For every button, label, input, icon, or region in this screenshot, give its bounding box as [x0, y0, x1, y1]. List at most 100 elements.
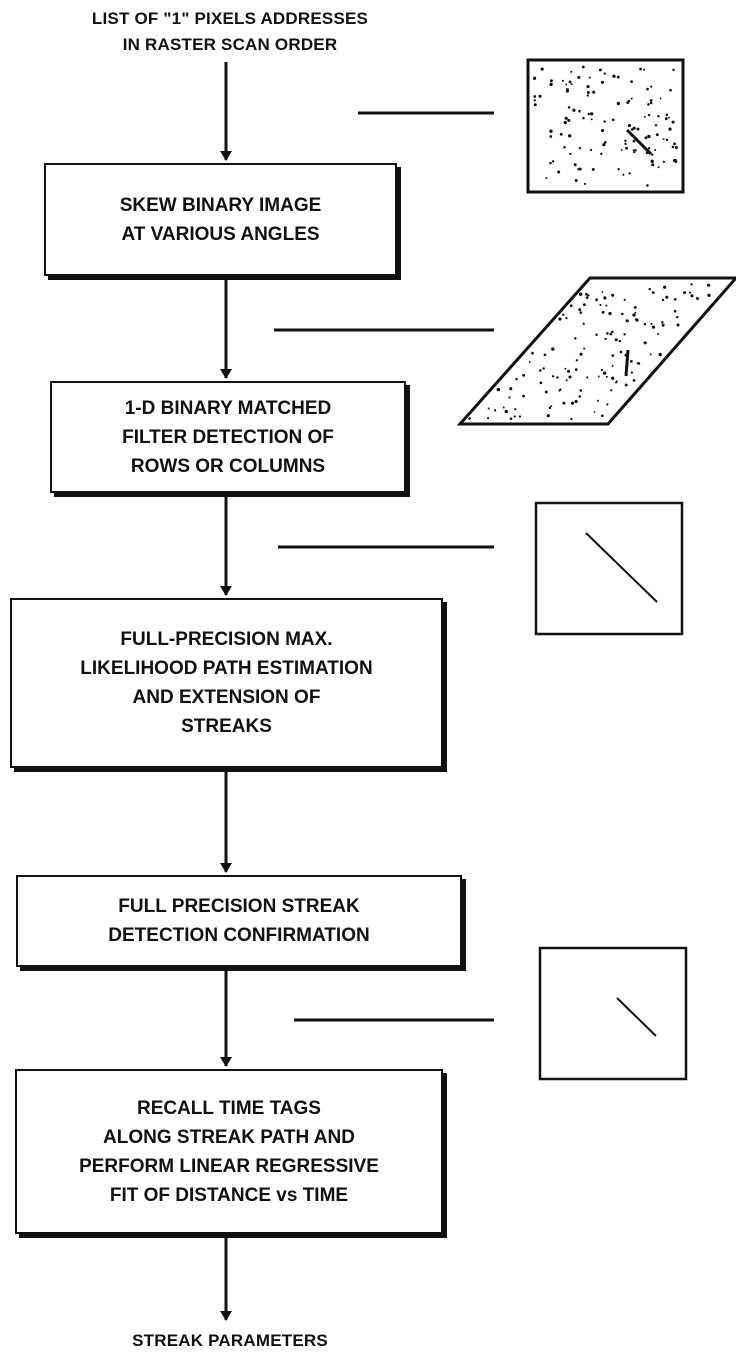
- noise-pixel: [568, 134, 572, 138]
- noise-pixel: [586, 376, 589, 379]
- noise-pixel: [582, 116, 585, 120]
- noise-pixel: [651, 325, 656, 329]
- noise-pixel: [561, 79, 564, 82]
- noise-pixel: [611, 364, 614, 367]
- noise-pixel: [662, 138, 665, 141]
- noise-pixel: [590, 112, 594, 116]
- noise-pixel: [567, 369, 571, 373]
- noise-pixel: [671, 120, 675, 124]
- noise-pixel: [657, 115, 660, 118]
- noise-pixel: [602, 371, 607, 375]
- noise-pixel: [468, 417, 471, 420]
- noise-pixel: [513, 415, 516, 418]
- noise-pixel: [624, 142, 627, 146]
- noise-pixel: [633, 305, 637, 309]
- noise-pixel: [572, 108, 576, 112]
- noise-pixel: [617, 168, 620, 171]
- noise-pixel: [566, 88, 569, 92]
- noise-pixel: [605, 304, 608, 307]
- noise-pixel: [630, 371, 634, 374]
- noise-pixel: [655, 133, 659, 137]
- noise-pixel: [650, 322, 653, 325]
- noise-pixel: [635, 318, 639, 322]
- noise-pixel: [598, 68, 602, 72]
- step-confirmation-label: FULL PRECISION STREAK DETECTION CONFIRMA…: [108, 896, 370, 946]
- noise-pixel: [665, 113, 669, 117]
- noise-pixel: [649, 99, 653, 102]
- noise-pixel: [538, 369, 542, 372]
- noise-pixel: [603, 120, 606, 123]
- noise-pixel: [643, 341, 647, 345]
- noise-pixel: [539, 381, 543, 385]
- noise-pixel: [543, 353, 547, 357]
- step-path-estimation-label: FULL-PRECISION MAX. LIKELIHOOD PATH ESTI…: [80, 629, 373, 737]
- noise-pixel: [531, 351, 534, 355]
- noise-pixel: [548, 406, 552, 410]
- noise-pixel: [647, 147, 651, 150]
- noise-pixel: [559, 388, 562, 391]
- noise-pixel: [650, 85, 653, 88]
- noise-pixel: [487, 407, 490, 410]
- noise-pixel: [609, 332, 613, 336]
- noise-pixel: [654, 124, 658, 127]
- noise-pixel: [579, 311, 583, 314]
- noise-pixel: [606, 332, 609, 335]
- noise-pixel: [568, 80, 572, 84]
- noise-pixel: [690, 283, 693, 286]
- noise-pixel: [668, 116, 670, 119]
- noise-pixel: [574, 337, 577, 340]
- noise-pixel: [657, 166, 660, 169]
- step-matched-filter-label: 1-D BINARY MATCHED FILTER DETECTION OF R…: [122, 397, 334, 477]
- noise-pixel: [568, 375, 572, 379]
- output-label: STREAK PARAMETERS: [132, 1331, 328, 1350]
- noise-pixel: [630, 97, 633, 100]
- noise-pixel: [587, 294, 590, 297]
- noise-pixel: [549, 82, 553, 87]
- noise-pixel: [593, 411, 596, 413]
- noise-pixel: [672, 68, 675, 72]
- noise-pixel: [522, 373, 526, 377]
- noise-pixel: [550, 405, 553, 407]
- noise-pixel: [578, 308, 582, 312]
- noise-pixel: [587, 112, 590, 116]
- noise-pixel: [647, 103, 650, 106]
- noise-pixel: [647, 134, 651, 139]
- noise-pixel: [612, 74, 616, 78]
- noise-pixel: [558, 317, 562, 321]
- noise-pixel: [632, 139, 636, 143]
- noise-pixel: [546, 414, 550, 418]
- noise-pixel: [557, 170, 561, 174]
- noise-pixel: [579, 352, 583, 356]
- noise-pixel: [707, 283, 711, 287]
- noise-pixel: [551, 160, 555, 163]
- noise-pixel: [608, 311, 612, 316]
- noise-pixel: [595, 298, 598, 302]
- noise-pixel: [582, 322, 585, 325]
- noise-pixel: [569, 304, 573, 308]
- noise-pixel: [508, 396, 511, 399]
- noise-pixel: [668, 127, 672, 131]
- noise-pixel: [582, 303, 586, 307]
- noise-pixel: [611, 293, 615, 297]
- noise-pixel: [542, 367, 545, 370]
- noise-pixel: [565, 379, 568, 382]
- noise-pixel: [571, 401, 575, 405]
- noise-pixel: [673, 309, 677, 313]
- noise-pixel: [676, 323, 680, 327]
- noise-pixel: [637, 362, 641, 365]
- noise-pixel: [551, 375, 555, 378]
- noise-pixel: [549, 161, 552, 165]
- noise-pixel: [669, 88, 672, 92]
- noise-pixel: [583, 347, 586, 350]
- noise-pixel: [502, 406, 505, 409]
- noise-pixel: [577, 75, 581, 80]
- noise-pixel: [644, 136, 648, 140]
- noise-pixel: [603, 141, 607, 144]
- noise-pixel: [661, 298, 665, 302]
- noise-pixel: [567, 118, 571, 122]
- noise-pixel: [600, 368, 604, 372]
- noise-pixel: [643, 68, 645, 71]
- noise-pixel: [601, 129, 605, 133]
- noise-pixel: [579, 389, 583, 392]
- noise-pixel: [585, 296, 589, 299]
